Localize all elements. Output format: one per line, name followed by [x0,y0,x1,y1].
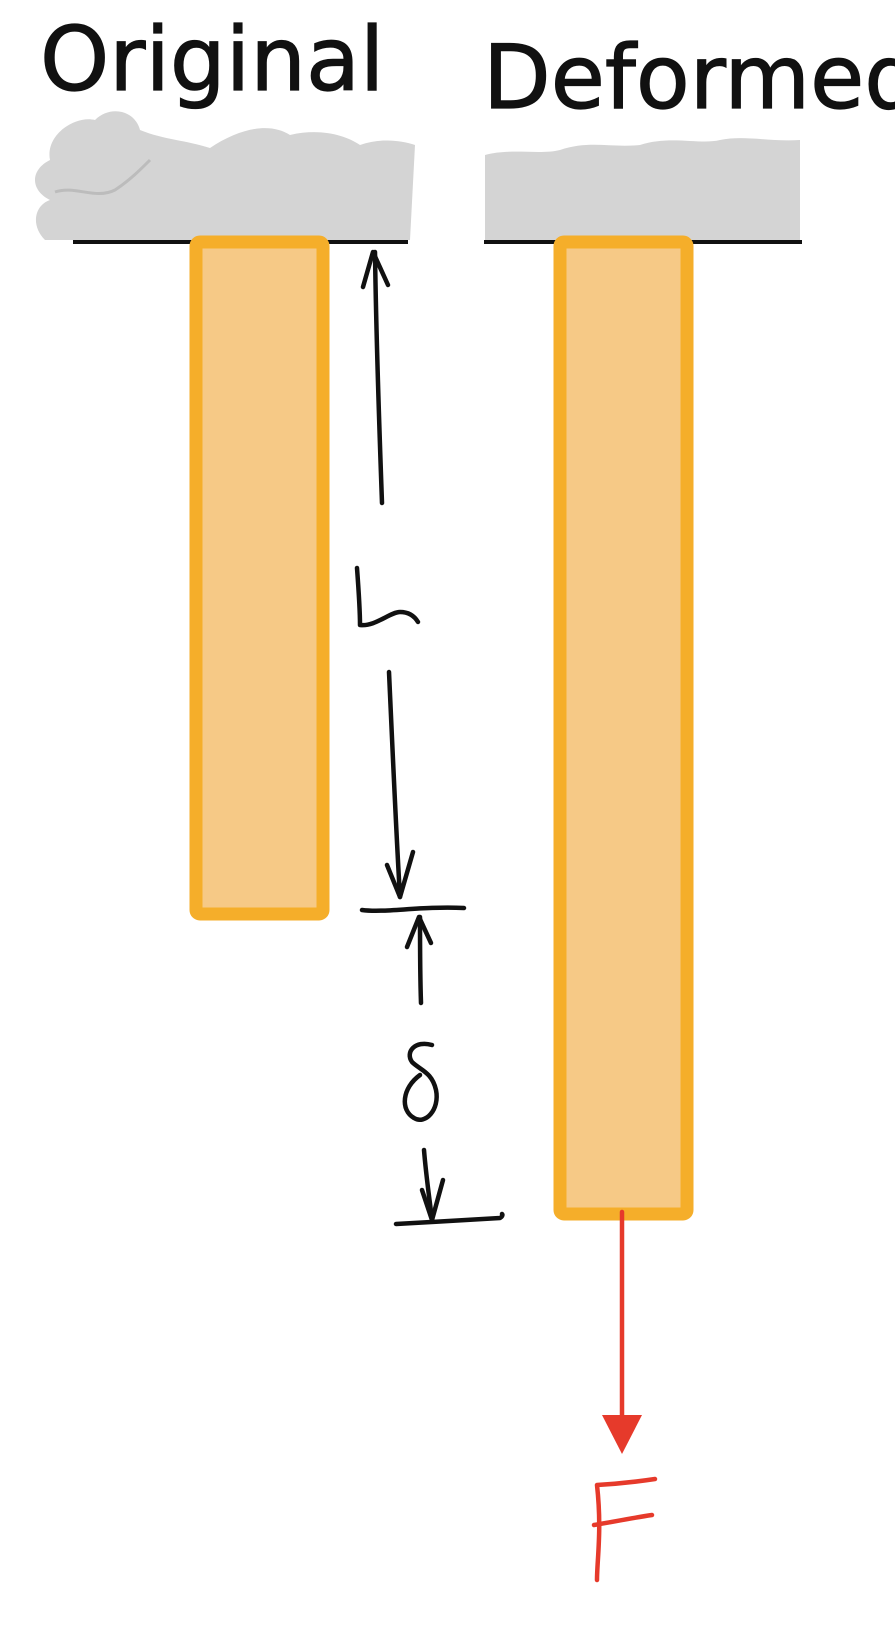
force-arrow-head [602,1415,642,1454]
original-title: Original [40,8,384,111]
deformed-support [484,138,802,244]
original-bar [189,235,330,921]
length-arrow-upper-shaft [372,249,385,506]
force-symbol-glyph [591,1476,658,1583]
force-symbol: F [590,1472,663,1606]
deformed-bar [553,235,694,1221]
length-dimension: L [354,249,467,914]
length-symbol-glyph [354,565,421,628]
elongation-arrow-upper-shaft [417,914,424,1006]
elongation-symbol-glyph [402,1041,439,1122]
length-end-tick [359,905,467,914]
applied-force: F [590,1209,663,1606]
elongation-arrow-upper-head [404,914,434,950]
elongation-end-tick [393,1211,505,1227]
length-arrow-upper-head [360,249,391,290]
original-support [35,111,415,244]
elongation-arrow-lower-head [419,1177,446,1223]
length-arrow-lower-head [384,849,416,900]
elongation-symbol: δ [405,1051,448,1135]
length-arrow-lower-shaft [386,669,403,900]
original-support-scribble [54,158,152,195]
elongation-dimension: δ [393,914,505,1227]
deformed-title: Deformed [483,26,895,129]
deformed-support-hatch [485,138,800,242]
length-symbol: L [357,561,405,645]
original-support-hatch [35,111,415,240]
